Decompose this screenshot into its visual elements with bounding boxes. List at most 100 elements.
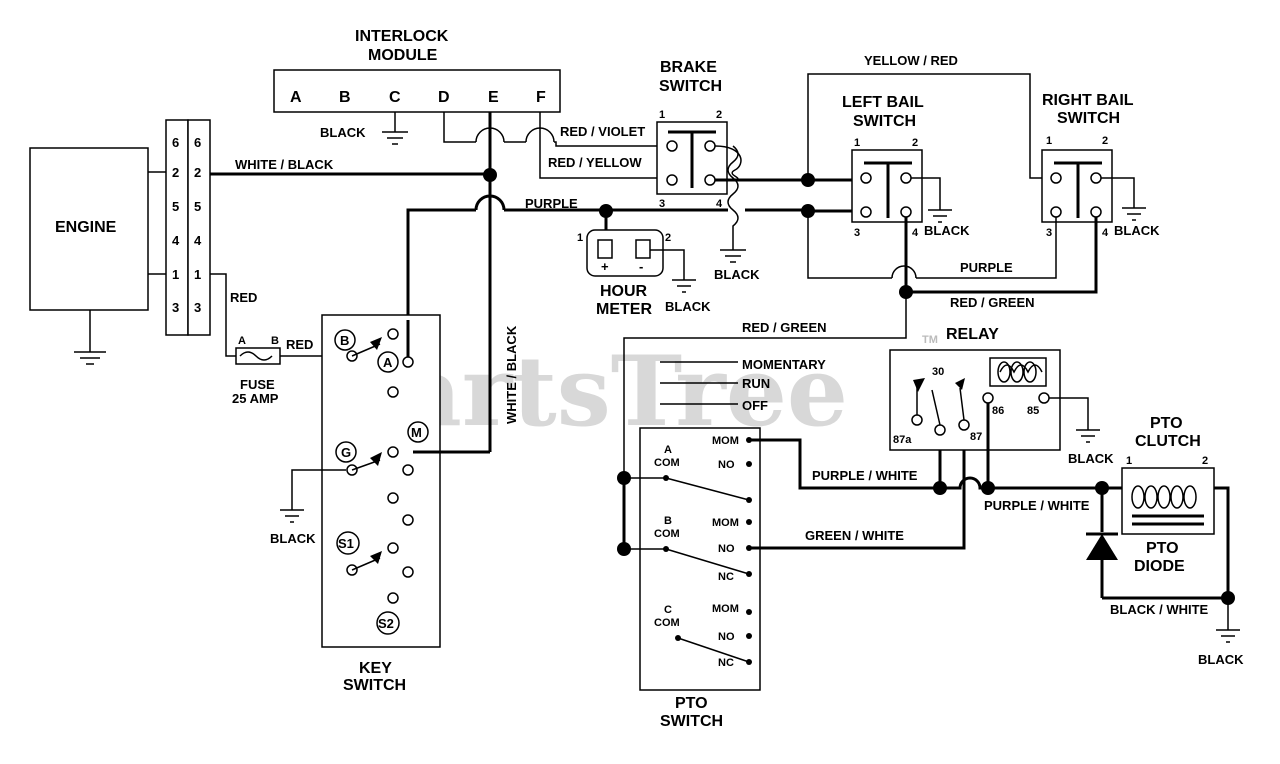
pto-diode-title-2: DIODE <box>1134 558 1185 575</box>
wire-label-red-green-1: RED / GREEN <box>950 295 1035 310</box>
pto-section-c: C <box>664 604 672 616</box>
key-terminal-s1: S1 <box>338 536 354 551</box>
pto-position-run: RUN <box>742 376 770 391</box>
pto-section-a: A <box>664 444 672 456</box>
interlock-pin-e: E <box>488 89 499 106</box>
right-bail-title-2: SWITCH <box>1057 110 1120 127</box>
pto-a-no: NO <box>718 459 735 471</box>
pto-switch-title-1: PTO <box>675 695 708 712</box>
left-bail-pin-2: 2 <box>912 137 918 149</box>
pto-b-nc: NC <box>718 571 734 583</box>
left-bail-title-1: LEFT BAIL <box>842 94 924 111</box>
conn-pin-5-left: 5 <box>172 199 179 214</box>
interlock-pin-c: C <box>389 89 401 106</box>
conn-pin-1-left: 1 <box>172 267 179 282</box>
hour-meter: + - 1 2 HOUR METER <box>577 229 671 318</box>
right-bail-switch: RIGHT BAIL SWITCH 1 2 3 4 <box>1041 92 1134 239</box>
left-bail-switch: LEFT BAIL SWITCH 1 2 3 4 <box>842 94 924 239</box>
brake-pin-3: 3 <box>659 198 665 210</box>
wire-label-purple-1: PURPLE <box>525 196 578 211</box>
ground-label-hour-meter: BLACK <box>665 299 711 314</box>
wire-label-green-white: GREEN / WHITE <box>805 528 904 543</box>
pto-section-b: B <box>664 515 672 527</box>
brake-switch-title-2: SWITCH <box>659 78 722 95</box>
key-switch-title-2: SWITCH <box>343 677 406 694</box>
pto-c-mom: MOM <box>712 603 739 615</box>
fuse: A B FUSE 25 AMP <box>232 335 281 406</box>
ground-label-brake: BLACK <box>714 267 760 282</box>
conn-pin-2-left: 2 <box>172 165 179 180</box>
conn-pin-6-right: 6 <box>194 135 201 150</box>
key-terminal-g: G <box>341 445 351 460</box>
left-bail-pin-3: 3 <box>854 227 860 239</box>
ground-label-relay: BLACK <box>1068 451 1114 466</box>
pto-clutch-title-1: PTO <box>1150 415 1183 432</box>
wire-label-yellow-red: YELLOW / RED <box>864 53 958 68</box>
trademark: TM <box>922 334 938 346</box>
pto-section-b-com: COM <box>654 528 680 540</box>
conn-pin-4-left: 4 <box>172 233 180 248</box>
relay-pin-86: 86 <box>992 405 1004 417</box>
hour-meter-pin-2: 2 <box>665 232 671 244</box>
conn-pin-4-right: 4 <box>194 233 202 248</box>
wire-label-red-1: RED <box>230 290 257 305</box>
relay-pin-85: 85 <box>1027 405 1039 417</box>
pto-b-mom: MOM <box>712 517 739 529</box>
pto-clutch-title-2: CLUTCH <box>1135 433 1201 450</box>
right-bail-title-1: RIGHT BAIL <box>1042 92 1134 109</box>
conn-pin-3-right: 3 <box>194 300 201 315</box>
pto-diode-title-1: PTO <box>1146 540 1179 557</box>
key-switch-title-1: KEY <box>359 660 392 677</box>
relay-pin-30: 30 <box>932 366 944 378</box>
right-bail-pin-1: 1 <box>1046 135 1052 147</box>
right-bail-pin-2: 2 <box>1102 135 1108 147</box>
relay-pin-87: 87 <box>970 431 982 443</box>
conn-pin-6-left: 6 <box>172 135 179 150</box>
interlock-title-1: INTERLOCK <box>355 28 449 45</box>
fuse-rating: 25 AMP <box>232 391 279 406</box>
ground-label-right-bail: BLACK <box>1114 223 1160 238</box>
pto-clutch-pin-2: 2 <box>1202 455 1208 467</box>
brake-switch: BRAKE SWITCH 1 2 3 4 <box>656 59 728 210</box>
left-bail-pin-1: 1 <box>854 137 860 149</box>
relay-pin-87a: 87a <box>893 434 912 446</box>
fuse-pin-a: A <box>238 335 246 347</box>
interlock-pin-a: A <box>290 89 302 106</box>
pto-clutch-pin-1: 1 <box>1126 455 1132 467</box>
fuse-label: FUSE <box>240 377 275 392</box>
key-terminal-a: A <box>383 355 393 370</box>
pto-c-nc: NC <box>718 657 734 669</box>
ground-label-clutch: BLACK <box>1198 652 1244 667</box>
pto-section-a-com: COM <box>654 457 680 469</box>
brake-pin-1: 1 <box>659 109 665 121</box>
pto-diode: PTO DIODE <box>1086 488 1185 598</box>
pto-c-no: NO <box>718 631 735 643</box>
hour-meter-plus: + <box>601 259 609 274</box>
hour-meter-pin-1: 1 <box>577 232 583 244</box>
brake-pin-2: 2 <box>716 109 722 121</box>
engine: ENGINE <box>29 147 166 365</box>
brake-pin-4: 4 <box>716 198 723 210</box>
right-bail-pin-4: 4 <box>1102 227 1109 239</box>
key-switch: B A M G S1 S2 KEY SWITCH <box>321 314 441 694</box>
brake-switch-title-1: BRAKE <box>660 59 717 76</box>
conn-pin-5-right: 5 <box>194 199 201 214</box>
pto-switch: MOMENTARY RUN OFF A COM MOM NO B COM MOM… <box>624 357 826 730</box>
pto-switch-title-2: SWITCH <box>660 713 723 730</box>
wire-label-purple-white-1: PURPLE / WHITE <box>812 468 918 483</box>
wire-label-red-yellow: RED / YELLOW <box>548 155 642 170</box>
interlock-pin-b: B <box>339 89 351 106</box>
relay: RELAY 30 87a 87 86 85 <box>889 326 1061 451</box>
hour-meter-minus: - <box>639 259 643 274</box>
interlock-pin-f: F <box>536 89 546 106</box>
pto-position-off: OFF <box>742 398 768 413</box>
engine-connector: 6 2 5 4 1 3 6 2 5 4 1 3 <box>165 119 211 336</box>
pto-b-no: NO <box>718 543 735 555</box>
hour-meter-title-1: HOUR <box>600 283 648 300</box>
wire-label-red-violet: RED / VIOLET <box>560 124 645 139</box>
key-terminal-m: M <box>411 425 422 440</box>
ground-label-left-bail: BLACK <box>924 223 970 238</box>
conn-pin-1-right: 1 <box>194 267 201 282</box>
key-terminal-b: B <box>340 333 349 348</box>
